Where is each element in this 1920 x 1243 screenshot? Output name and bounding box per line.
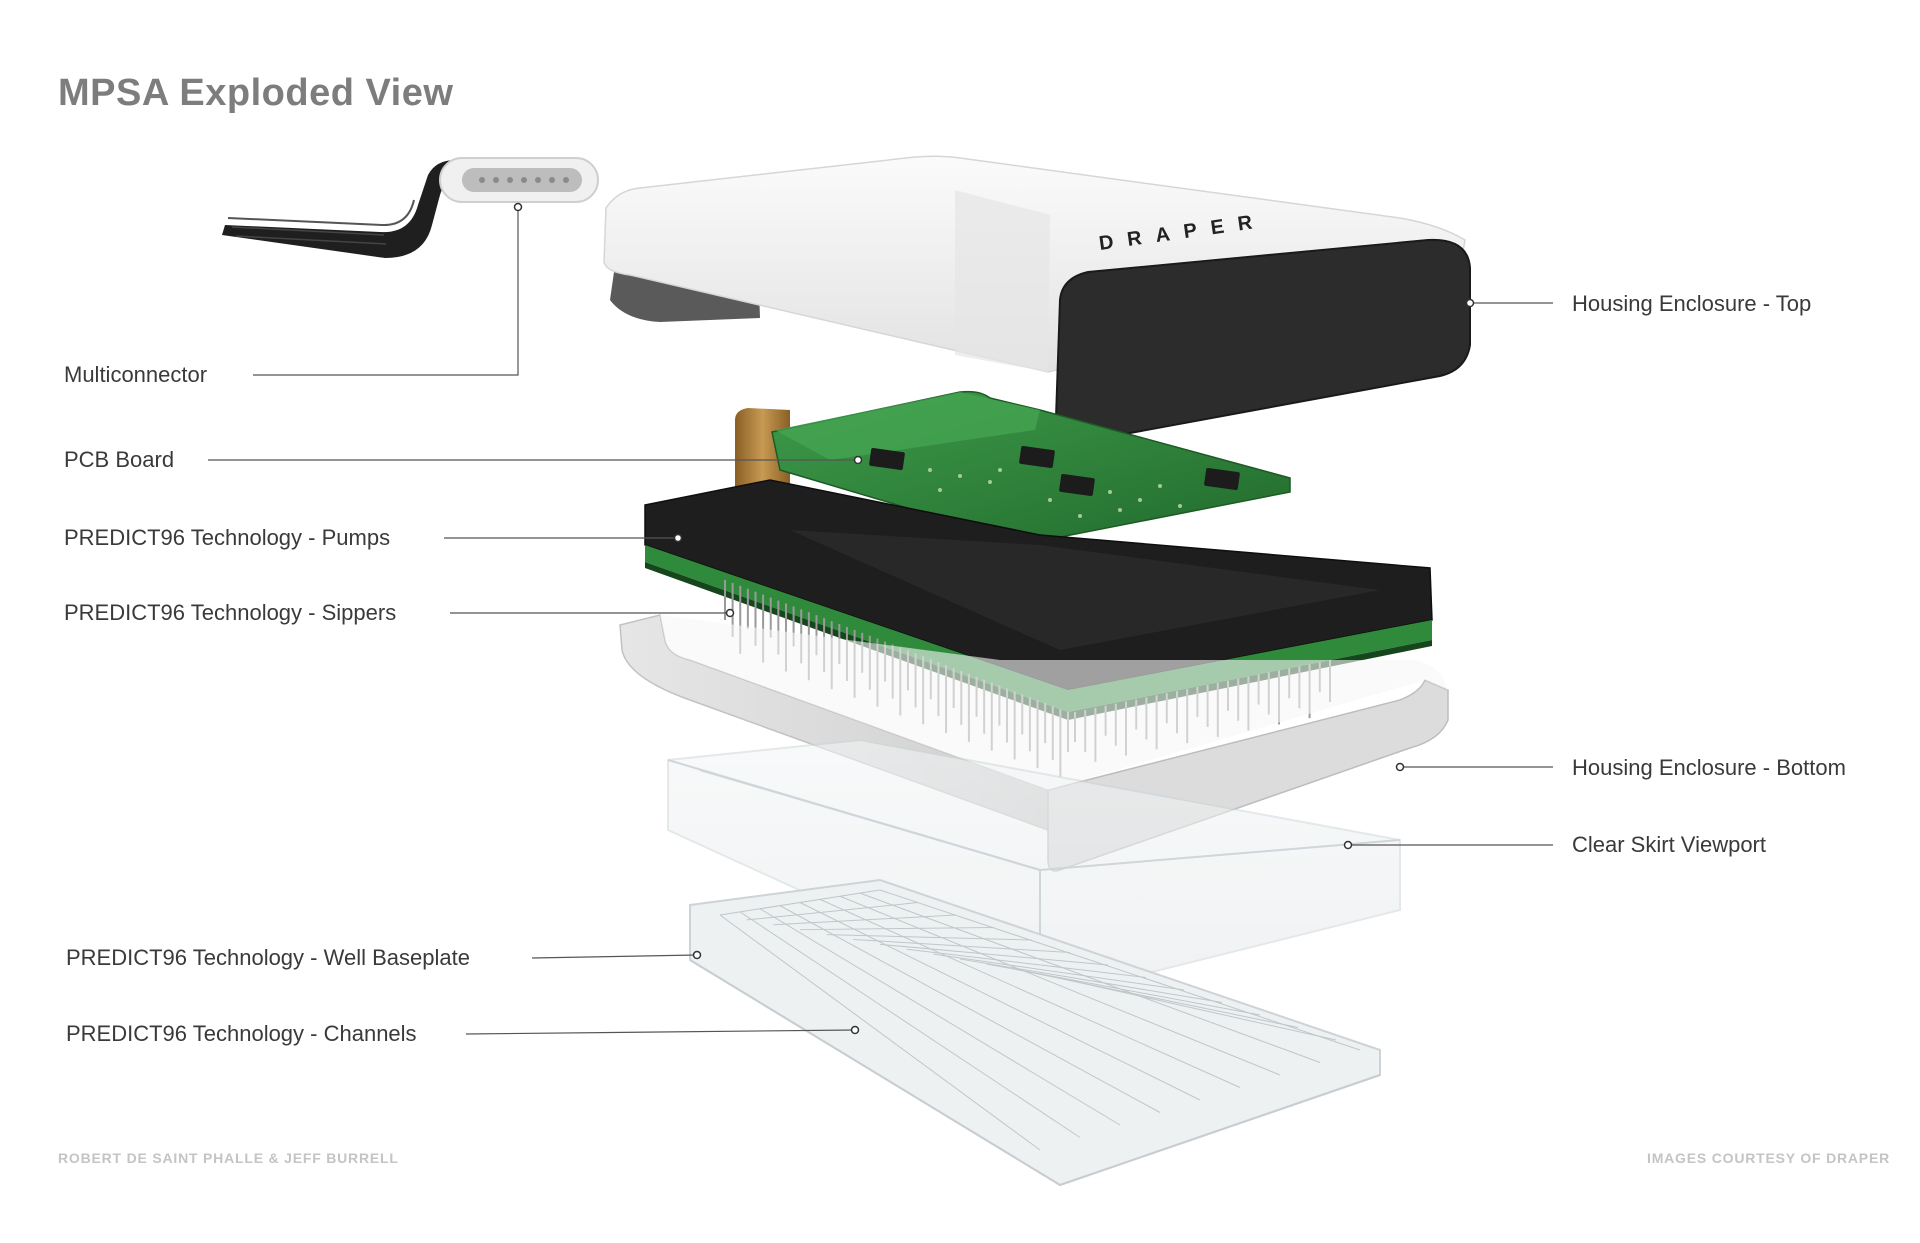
label-clear-skirt: Clear Skirt Viewport: [1572, 832, 1766, 857]
well-grid-line: [746, 902, 919, 921]
well-grid-line: [739, 911, 1081, 1138]
well-grid-line: [819, 898, 1241, 1088]
leader-channels: [465, 1029, 856, 1035]
page-title: MPSA Exploded View: [58, 72, 454, 114]
label-housing-bottom: Housing Enclosure - Bottom: [1572, 755, 1846, 780]
leader-lines: [208, 207, 1553, 1035]
label-multiconnector: Multiconnector: [64, 362, 208, 387]
well-grid-line: [879, 943, 1109, 966]
label-well-baseplate: PREDICT96 Technology - Well Baseplate: [66, 945, 470, 970]
housing-top-part: DRAPER: [603, 155, 1471, 442]
label-pumps: PREDICT96 Technology - Pumps: [64, 525, 391, 550]
leader-multiconnector: [253, 207, 519, 376]
well-grid-line: [879, 889, 1361, 1051]
pcb-board-part: [771, 390, 1291, 543]
well-grid-line: [799, 902, 1201, 1101]
well-grid-line: [906, 948, 1147, 978]
label-housing-top: Housing Enclosure - Top: [1572, 291, 1812, 316]
well-grid-line: [759, 908, 1121, 1126]
leader-well-baseplate: [531, 954, 698, 959]
well-grid-line: [859, 892, 1321, 1063]
multiconnector-part: [222, 157, 599, 258]
leader-dots: [513, 202, 1475, 1035]
well-grid-line: [719, 914, 1041, 1151]
label-pcb-board: PCB Board: [64, 447, 175, 472]
well-grid-line: [959, 958, 1223, 1003]
credit-authors: ROBERT DE SAINT PHALLE & JEFF BURRELL: [58, 1150, 399, 1166]
label-sippers: PREDICT96 Technology - Sippers: [64, 600, 397, 625]
well-grid-line: [779, 905, 1161, 1113]
clear-skirt-part: [667, 738, 1401, 1002]
well-grid-line: [826, 934, 1033, 941]
well-grid-line: [839, 895, 1281, 1076]
credit-images: IMAGES COURTESY OF DRAPER: [1647, 1150, 1890, 1166]
well-grid-line: [799, 927, 995, 931]
label-channels: PREDICT96 Technology - Channels: [66, 1021, 417, 1046]
well-grid-line: [933, 953, 1185, 991]
well-baseplate-part: [689, 878, 1381, 1187]
well-grid-line: [1039, 973, 1337, 1041]
